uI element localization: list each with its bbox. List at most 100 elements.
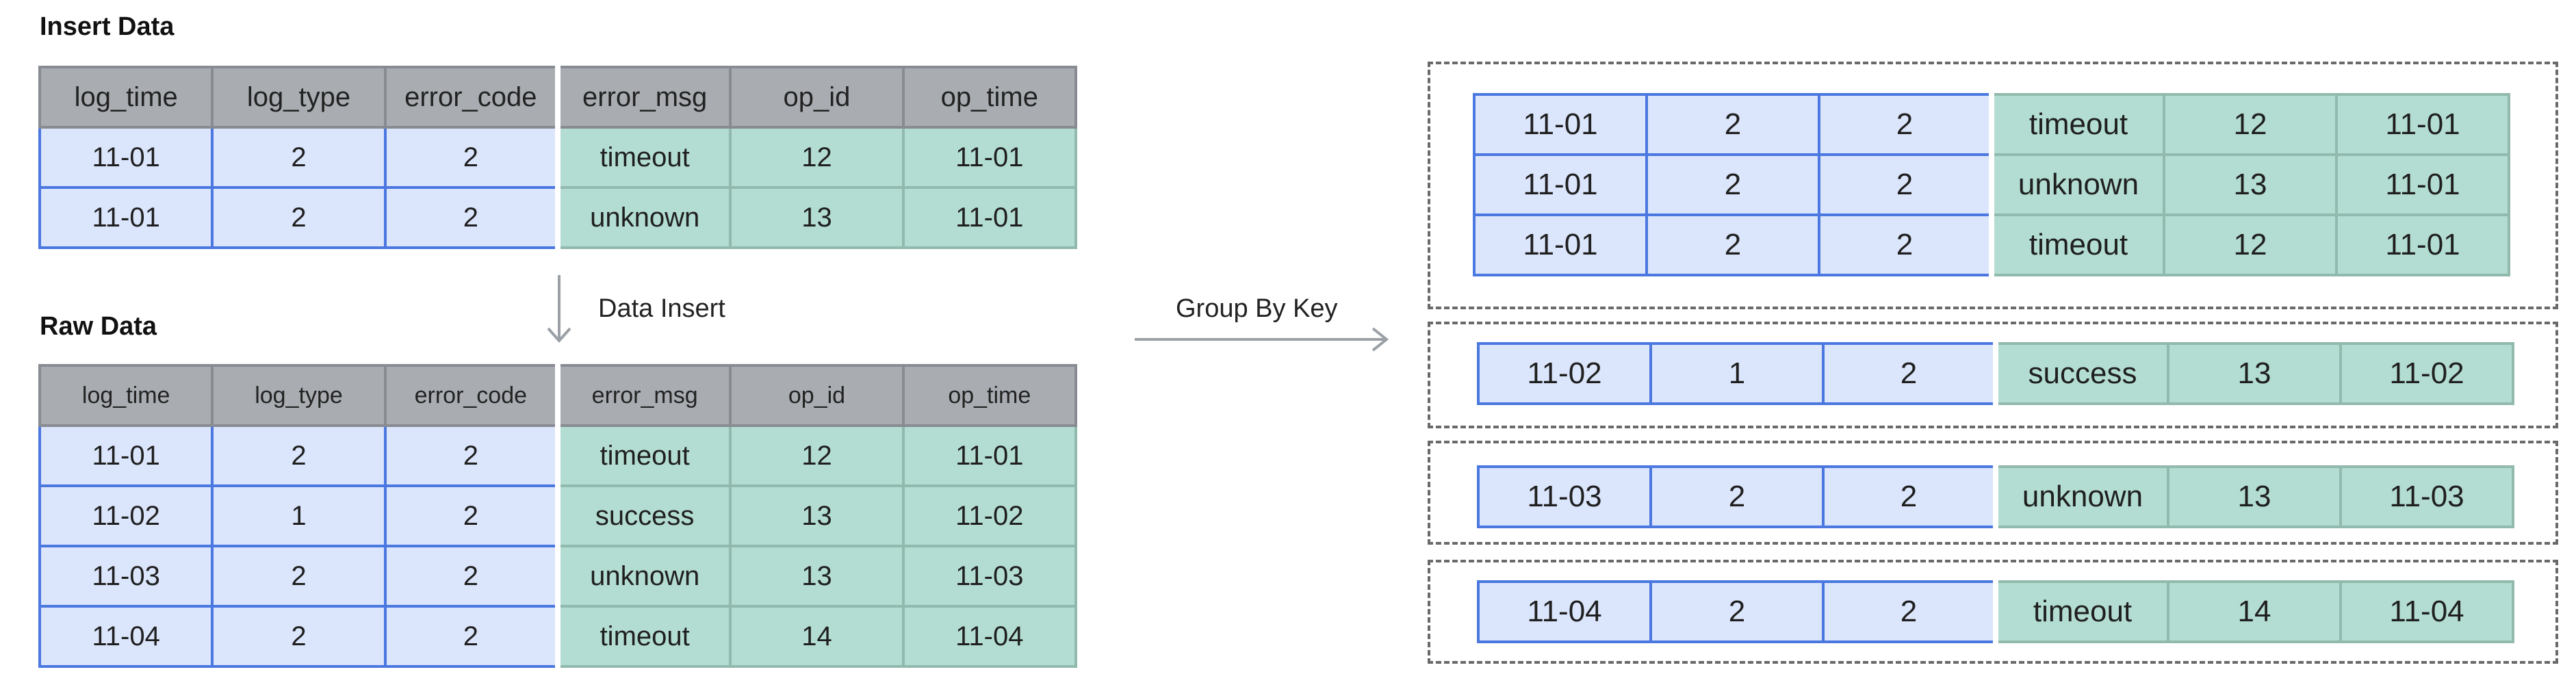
value-cell: 11-03 — [901, 545, 1078, 608]
key-cell: 2 — [383, 126, 559, 189]
group-box-3 — [1428, 441, 2558, 545]
value-cell: timeout — [554, 605, 732, 668]
insert-data-title: Insert Data — [40, 12, 175, 41]
value-cell: 11-01 — [901, 424, 1078, 487]
key-cell: 2 — [1822, 342, 1997, 405]
key-cell: 2 — [383, 605, 559, 668]
key-cell: 2 — [1649, 465, 1825, 528]
key-cell: 2 — [383, 545, 559, 608]
group-by-key-label: Group By Key — [1176, 294, 1338, 323]
value-cell: 11-04 — [2339, 580, 2514, 643]
group-by-key-arrow — [1135, 327, 1389, 352]
key-cell: 2 — [1645, 213, 1820, 276]
value-cell: 12 — [729, 424, 905, 487]
key-cell: 2 — [211, 545, 387, 608]
column-header: log_time — [38, 364, 214, 427]
key-cell: 11-04 — [38, 605, 214, 668]
value-cell: 11-04 — [901, 605, 1078, 668]
key-cell: 2 — [211, 424, 387, 487]
value-cell: 11-02 — [901, 484, 1078, 547]
value-cell: 12 — [2163, 213, 2338, 276]
column-header: op_id — [729, 66, 905, 129]
key-cell: 11-02 — [1477, 342, 1652, 405]
value-cell: timeout — [1993, 580, 2169, 643]
key-cell: 2 — [211, 186, 387, 249]
group-box-4 — [1428, 560, 2558, 664]
value-cell: success — [554, 484, 732, 547]
key-cell: 11-02 — [38, 484, 214, 547]
value-cell: unknown — [1993, 465, 2169, 528]
value-cell: 13 — [2167, 465, 2342, 528]
value-cell: 13 — [2163, 153, 2338, 216]
key-cell: 11-04 — [1477, 580, 1652, 643]
value-cell: 14 — [729, 605, 905, 668]
value-cell: success — [1993, 342, 2169, 405]
column-header: error_msg — [554, 66, 732, 129]
value-cell: 11-01 — [2335, 153, 2510, 216]
value-cell: unknown — [554, 186, 732, 249]
value-cell: 13 — [2167, 342, 2342, 405]
value-cell: 13 — [729, 186, 905, 249]
key-cell: 11-03 — [1477, 465, 1652, 528]
value-cell: 11-01 — [901, 126, 1078, 189]
value-cell: 11-01 — [2335, 93, 2510, 156]
value-cell: 12 — [2163, 93, 2338, 156]
key-cell: 2 — [383, 484, 559, 547]
value-cell: timeout — [554, 424, 732, 487]
group-box-1 — [1428, 62, 2558, 309]
key-cell: 2 — [1818, 213, 1993, 276]
value-cell: timeout — [554, 126, 732, 189]
key-cell: 11-01 — [1473, 213, 1648, 276]
key-cell: 1 — [211, 484, 387, 547]
value-cell: timeout — [1989, 93, 2165, 156]
key-cell: 2 — [211, 605, 387, 668]
key-cell: 11-03 — [38, 545, 214, 608]
key-cell: 2 — [1818, 153, 1993, 216]
key-cell: 2 — [1818, 93, 1993, 156]
column-header: op_time — [901, 364, 1078, 427]
value-cell: 11-02 — [2339, 342, 2514, 405]
column-header: log_type — [211, 364, 387, 427]
raw-data-title: Raw Data — [40, 312, 157, 341]
key-cell: 11-01 — [38, 186, 214, 249]
key-cell: 2 — [1822, 465, 1997, 528]
value-cell: 12 — [729, 126, 905, 189]
value-cell: 13 — [729, 545, 905, 608]
column-header: log_type — [211, 66, 387, 129]
column-header: error_code — [383, 66, 559, 129]
value-cell: 11-01 — [901, 186, 1078, 249]
key-cell: 1 — [1649, 342, 1825, 405]
value-cell: unknown — [554, 545, 732, 608]
value-cell: 13 — [729, 484, 905, 547]
key-cell: 11-01 — [38, 126, 214, 189]
value-cell: 14 — [2167, 580, 2342, 643]
key-cell: 11-01 — [38, 424, 214, 487]
column-header: op_id — [729, 364, 905, 427]
key-cell: 11-01 — [1473, 93, 1648, 156]
column-header: op_time — [901, 66, 1078, 129]
column-header: error_code — [383, 364, 559, 427]
value-cell: timeout — [1989, 213, 2165, 276]
key-cell: 2 — [383, 424, 559, 487]
data-insert-arrow — [547, 275, 571, 344]
value-cell: unknown — [1989, 153, 2165, 216]
key-cell: 2 — [1645, 153, 1820, 216]
